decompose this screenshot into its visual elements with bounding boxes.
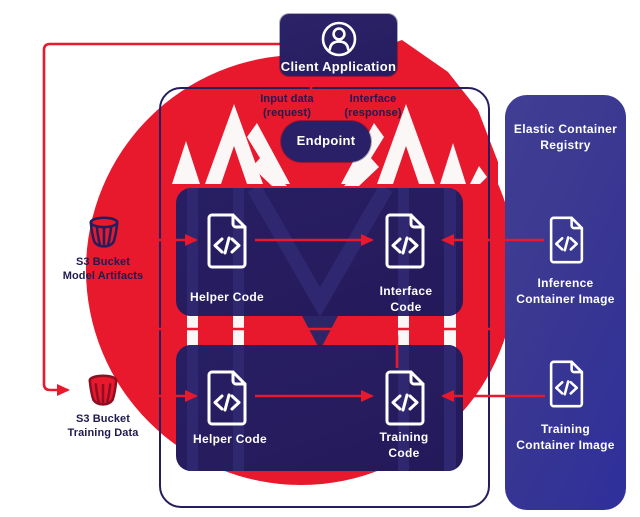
- helper-code-label: Helper Code: [190, 290, 264, 304]
- endpoint-node: Endpoint: [281, 121, 371, 162]
- navy-v-tip: [301, 314, 339, 350]
- inference-container-image-label: Inference Container Image: [516, 276, 615, 306]
- code-file-icon: [385, 370, 425, 426]
- response-label: Interface (response): [344, 93, 402, 120]
- s3-bucket-icon: [88, 374, 118, 406]
- code-file-icon: [385, 213, 425, 269]
- s3-model-artifacts-label: S3 Bucket Model Artifacts: [62, 256, 144, 283]
- client-application-node: Client Application: [280, 14, 397, 76]
- client-application-label: Client Application: [280, 59, 397, 74]
- code-file-icon: [207, 370, 247, 426]
- helper-code-label: Helper Code: [193, 432, 267, 446]
- training-container-image-label: Training Container Image: [516, 422, 615, 452]
- line-training-code-branch: [389, 328, 399, 368]
- s3-bucket-icon: [89, 216, 119, 248]
- sagemaker-container-box: [159, 87, 490, 508]
- code-file-icon: [549, 216, 584, 264]
- s3-training-data-label: S3 Bucket Training Data: [67, 413, 139, 440]
- arrow-client-to-training-data: [42, 42, 280, 396]
- endpoint-label: Endpoint: [296, 133, 356, 149]
- user-icon: [321, 21, 357, 57]
- request-label: Input data (request): [260, 93, 314, 120]
- code-file-icon: [549, 360, 584, 408]
- training-code-label: Training Code: [379, 430, 429, 460]
- white-m-glyph: [172, 104, 487, 350]
- ecr-title: Elastic Container Registry: [513, 122, 618, 152]
- arrow-training-to-artifacts: [101, 307, 490, 331]
- ecr-panel: [505, 95, 626, 510]
- interface-code-label: Interface Code: [379, 284, 433, 314]
- code-file-icon: [207, 213, 247, 269]
